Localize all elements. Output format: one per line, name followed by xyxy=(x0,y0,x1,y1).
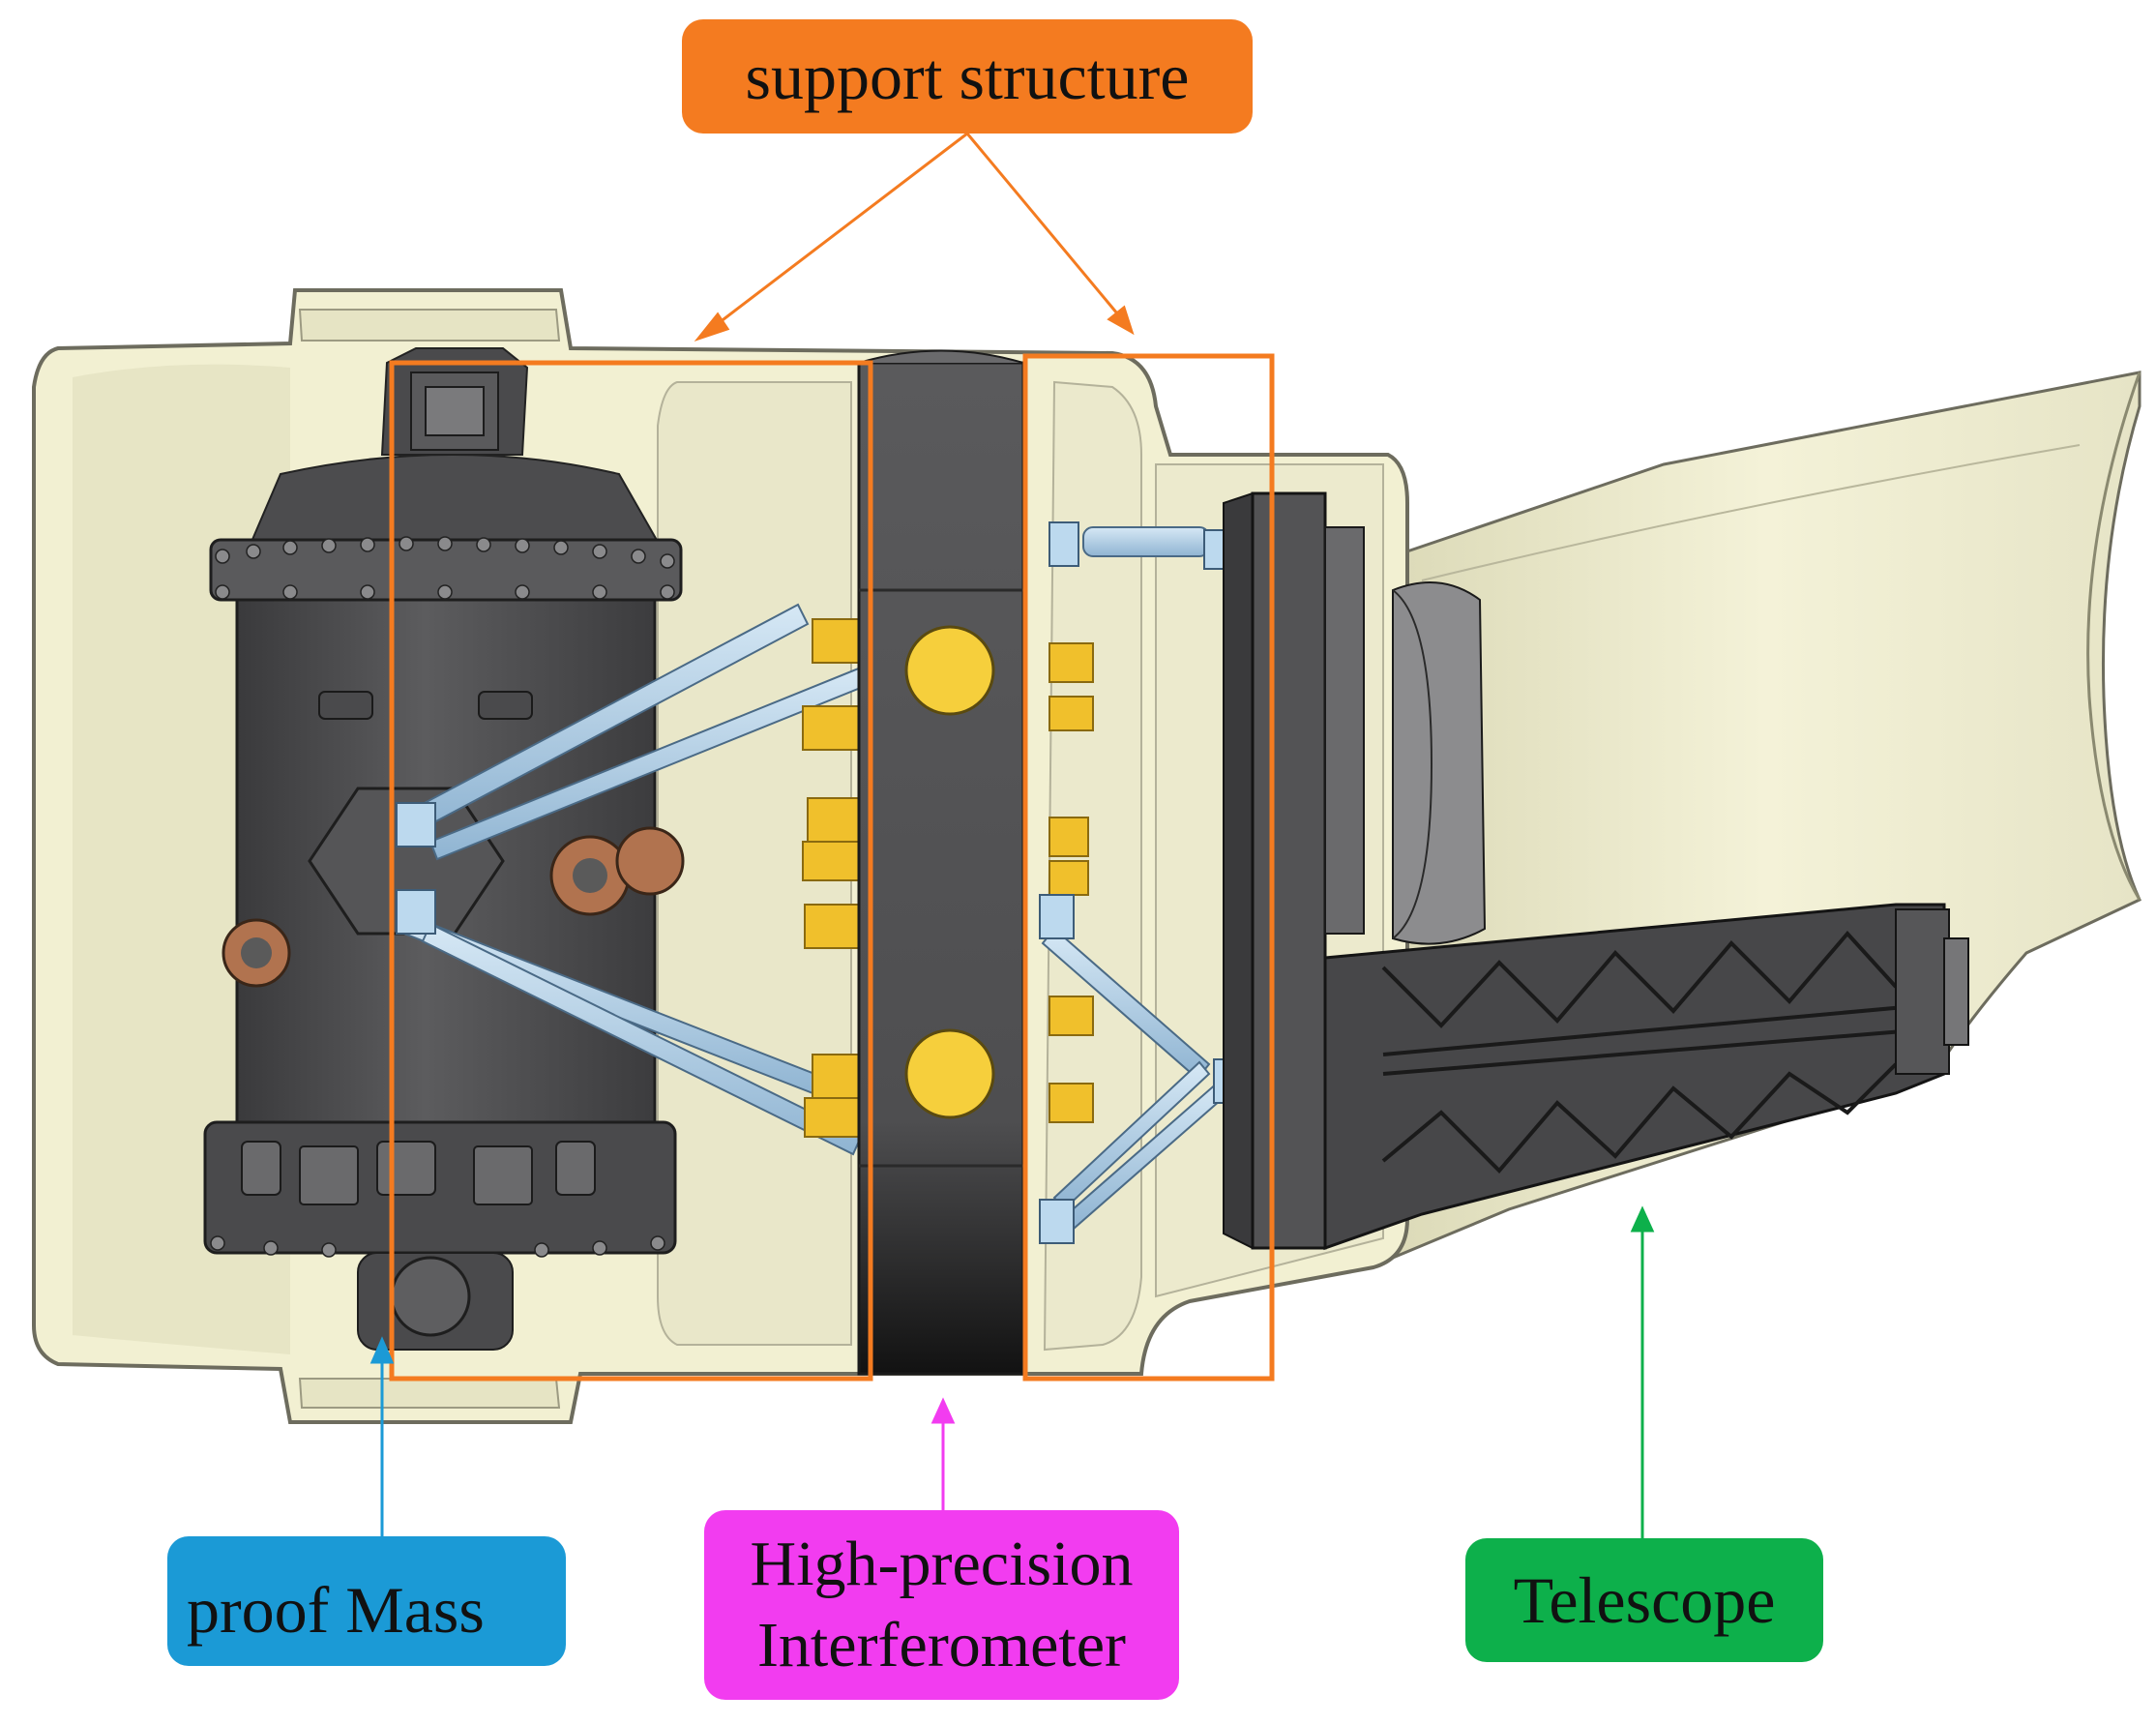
interferometer-port-upper xyxy=(904,625,995,716)
interferometer-label: High-precision Interferometer xyxy=(704,1510,1179,1700)
proof-mass-text: proof Mass xyxy=(187,1572,485,1647)
interferometer-port-lower xyxy=(904,1028,995,1119)
proof-mass-assembly xyxy=(203,347,685,1351)
interferometer-arrow xyxy=(930,1397,956,1510)
support-frame-right xyxy=(1022,353,1275,1382)
interferometer-text-line2: Interferometer xyxy=(756,1610,1127,1680)
support-structure-label: support structure xyxy=(682,19,1253,134)
telescope-text: Telescope xyxy=(1513,1562,1776,1637)
support-structure-text: support structure xyxy=(745,39,1190,113)
gold-mounts xyxy=(802,618,1094,1138)
support-frame-left xyxy=(389,360,873,1382)
interferometer-ring xyxy=(857,349,1025,1376)
telescope-arrow xyxy=(1630,1205,1655,1538)
proof-mass-label: proof Mass xyxy=(167,1536,566,1666)
left-struts xyxy=(396,603,870,1156)
support-structure-outlines xyxy=(389,353,1275,1382)
proof-mass-arrow xyxy=(369,1336,395,1536)
support-arrows xyxy=(694,132,1135,342)
telescope-label: Telescope xyxy=(1465,1538,1823,1662)
interferometer-text-line1: High-precision xyxy=(750,1529,1134,1599)
telescope-assembly xyxy=(1223,491,1969,1251)
